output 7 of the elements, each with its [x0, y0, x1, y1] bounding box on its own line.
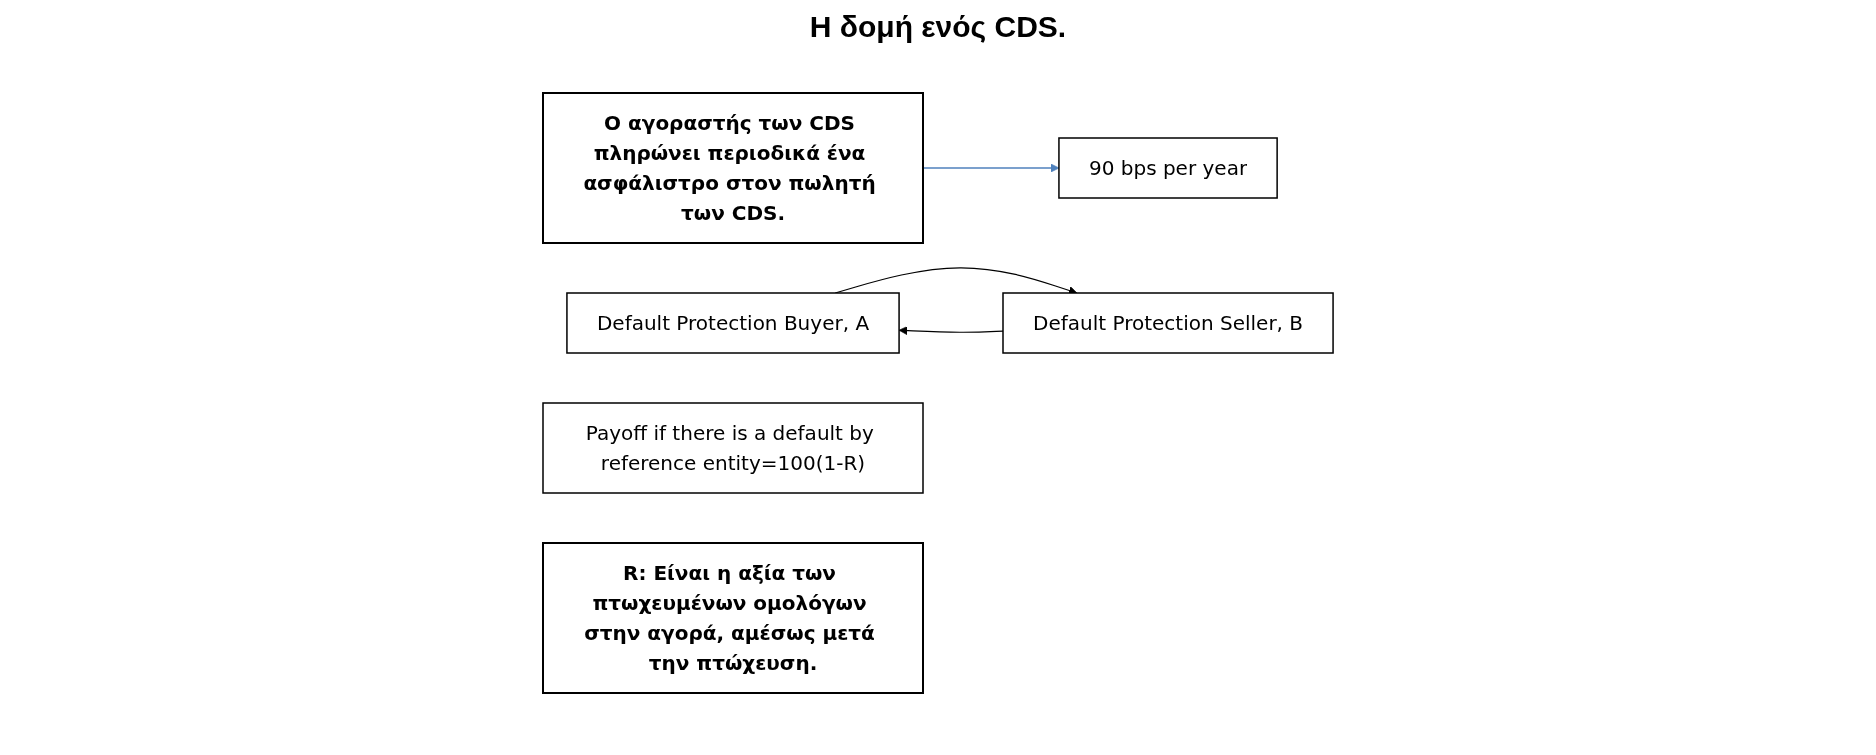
- node-box: Default Protection Buyer, A: [566, 292, 900, 354]
- node-box: R: Είναι η αξία των πτωχευμένων ομολόγων στην αγορά, αμέσως μετά την πτώχευση.: [541, 542, 924, 694]
- node-box: Payoff if there is a default by reference entity=100(1-R): [542, 402, 924, 494]
- node-box: Default Protection Seller, B: [1002, 292, 1334, 354]
- diagram-title: Η δομή ενός CDS.: [808, 10, 1068, 44]
- node-box: Ο αγοραστής των CDS πληρώνει περιοδικά ένα ασφάλιστρο στον πωλητή των CDS.: [541, 92, 924, 244]
- node-box: 90 bps per year: [1058, 137, 1278, 199]
